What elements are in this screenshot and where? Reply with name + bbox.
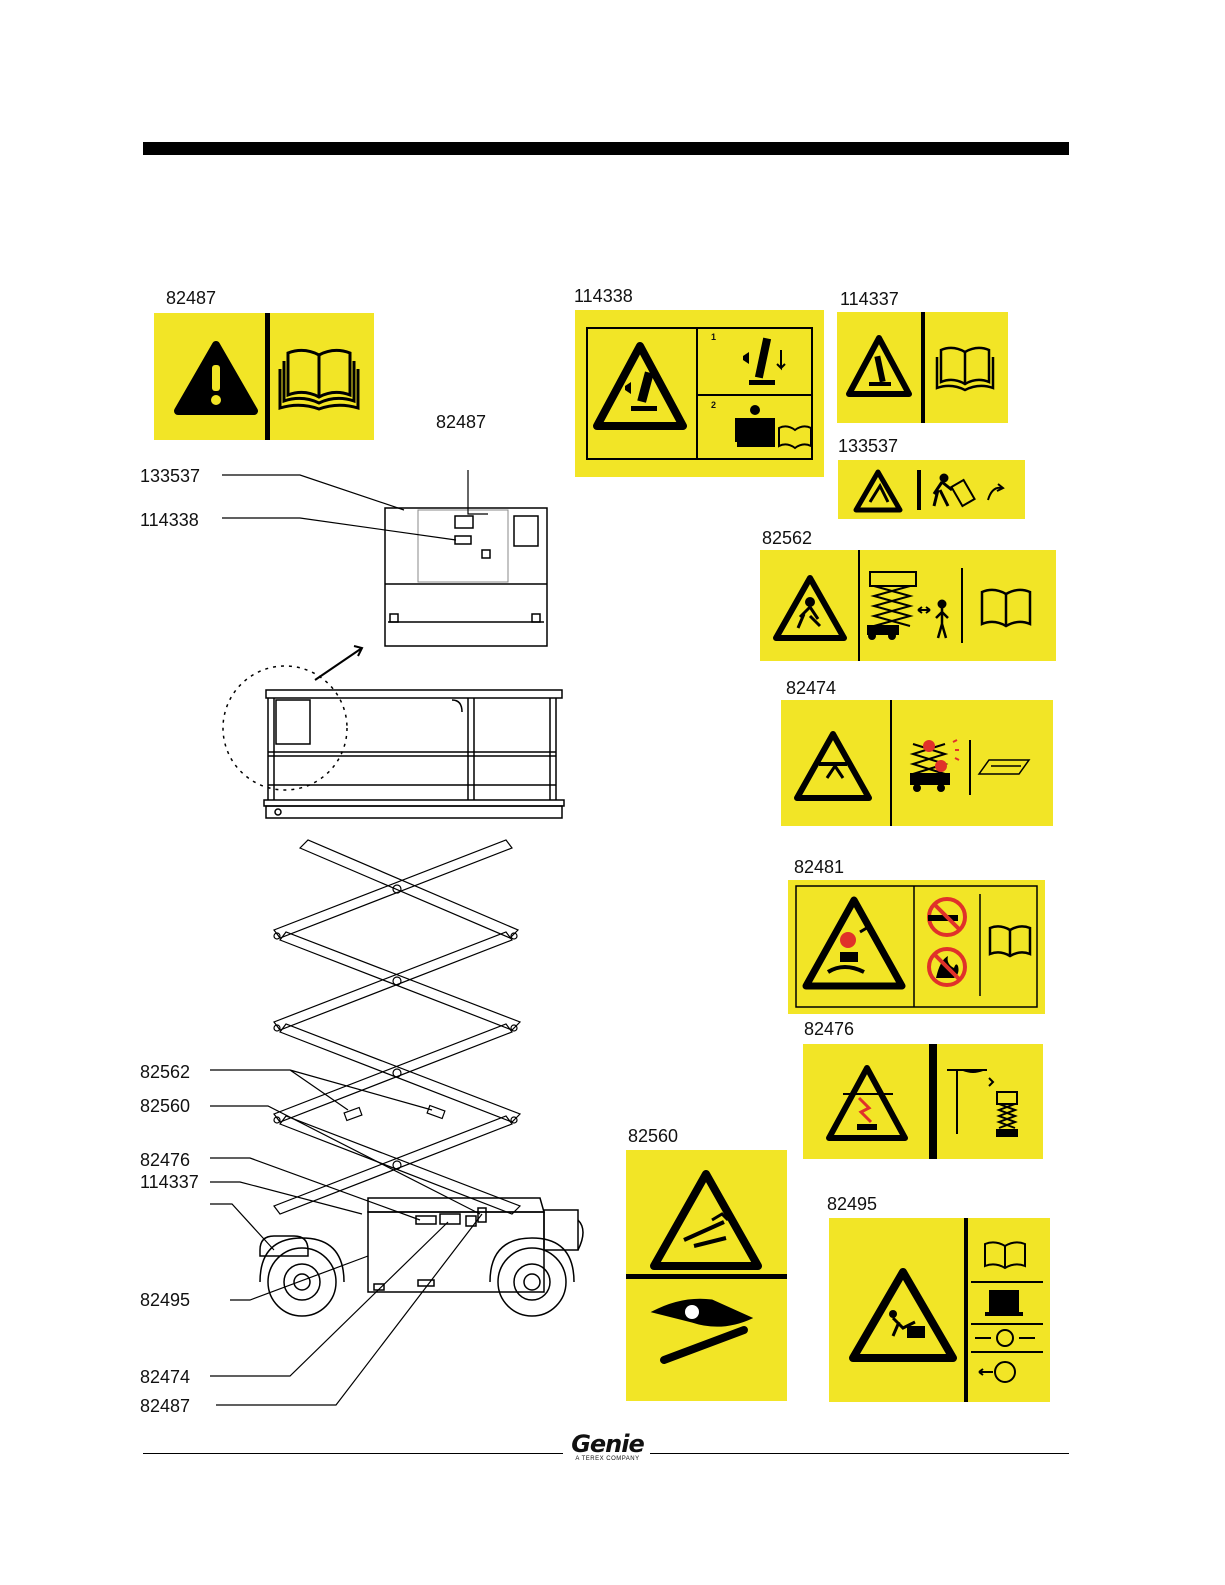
decal-82487 (154, 313, 374, 440)
callout-82560: 82560 (140, 1096, 220, 1116)
decal-82476-label: 82476 (804, 1019, 854, 1039)
decal-82560-label: 82560 (628, 1126, 678, 1146)
decal-114337 (837, 312, 1008, 423)
decal-82487-label: 82487 (166, 288, 216, 308)
platform-guardrail (264, 690, 564, 818)
manual-book-icon (990, 926, 1030, 956)
decal-114338: 1 2 (575, 310, 824, 477)
footer-rule-right (650, 1453, 1069, 1454)
leader-lines (210, 470, 488, 1405)
warning-triangle-icon (597, 346, 683, 426)
platform-detail-view (385, 508, 547, 646)
callout-133537: 133537 (140, 466, 220, 486)
decal-82562-label: 82562 (762, 528, 812, 548)
manual-book-icon (985, 1242, 1025, 1268)
manual-book-icon (937, 348, 993, 390)
scissor-lift-icon (868, 572, 916, 639)
manual-book-icon (280, 350, 358, 409)
explosion-hazard-icon (806, 900, 902, 986)
detail-circle (223, 666, 347, 790)
callout-82474: 82474 (140, 1367, 220, 1387)
decal-82495-label: 82495 (827, 1194, 877, 1214)
decal-82481-label: 82481 (794, 857, 844, 877)
scissor-arms (274, 840, 520, 1214)
decal-82562 (760, 550, 1056, 661)
callout-82476: 82476 (140, 1150, 220, 1170)
manual-book-icon (982, 590, 1030, 626)
power-line-lift-icon (947, 1070, 1017, 1136)
decal-114338-label: 114338 (574, 286, 633, 306)
decal-133537-label: 133537 (838, 436, 898, 456)
electrocution-icon (829, 1068, 905, 1138)
decal-133537 (838, 460, 1025, 519)
platform-step-icon (735, 405, 775, 447)
step-1-label: 1 (711, 332, 716, 342)
wheel-front (260, 1238, 344, 1316)
callout-82487: 82487 (140, 1396, 220, 1416)
scissor-lift-drawing (140, 470, 600, 1430)
runaway-hazard-icon (853, 1272, 953, 1358)
decal-82481 (788, 880, 1045, 1014)
decal-114337-label: 114337 (840, 289, 899, 309)
decal-82474 (781, 700, 1053, 826)
control-box-icon (985, 1290, 1023, 1316)
detail-arrow (315, 646, 362, 680)
step-2-label: 2 (711, 400, 716, 410)
manual-book-icon (979, 760, 1029, 774)
hazard-triangle-icon (856, 472, 900, 510)
callout-82487-top: 82487 (436, 412, 486, 432)
pinch-hazard-icon (654, 1174, 758, 1266)
decal-82560 (626, 1150, 787, 1401)
person-icon (936, 600, 948, 638)
brake-release-icon (979, 1362, 1015, 1382)
alarm-step-icon (743, 338, 785, 385)
no-smoking-icon (928, 899, 965, 935)
no-flame-icon (929, 949, 965, 985)
lift-pinch-icon (911, 740, 959, 791)
manual-book-icon (779, 426, 811, 448)
wheel-chock-icon (975, 1330, 1035, 1346)
crush-hazard-icon (797, 734, 869, 798)
fall-person-icon (934, 474, 1003, 506)
callout-114338: 114338 (140, 510, 220, 530)
logo-tagline: A TEREX COMPANY (570, 1456, 645, 1463)
callout-114337: 114337 (140, 1172, 220, 1192)
decal-82476 (803, 1044, 1043, 1159)
logo-wordmark: Genie (570, 1432, 645, 1456)
callout-82562: 82562 (140, 1062, 220, 1082)
header-rule (143, 142, 1069, 155)
decal-82474-label: 82474 (786, 678, 836, 698)
crush-hazard-icon (776, 578, 844, 638)
tip-over-icon (849, 338, 909, 394)
footer-rule-left (143, 1453, 563, 1454)
genie-logo: Genie A TEREX COMPANY (570, 1432, 645, 1463)
pinch-hand-icon (652, 1299, 752, 1360)
callout-82495: 82495 (140, 1290, 220, 1310)
warning-triangle-icon (178, 345, 254, 411)
decal-82495 (829, 1218, 1050, 1402)
